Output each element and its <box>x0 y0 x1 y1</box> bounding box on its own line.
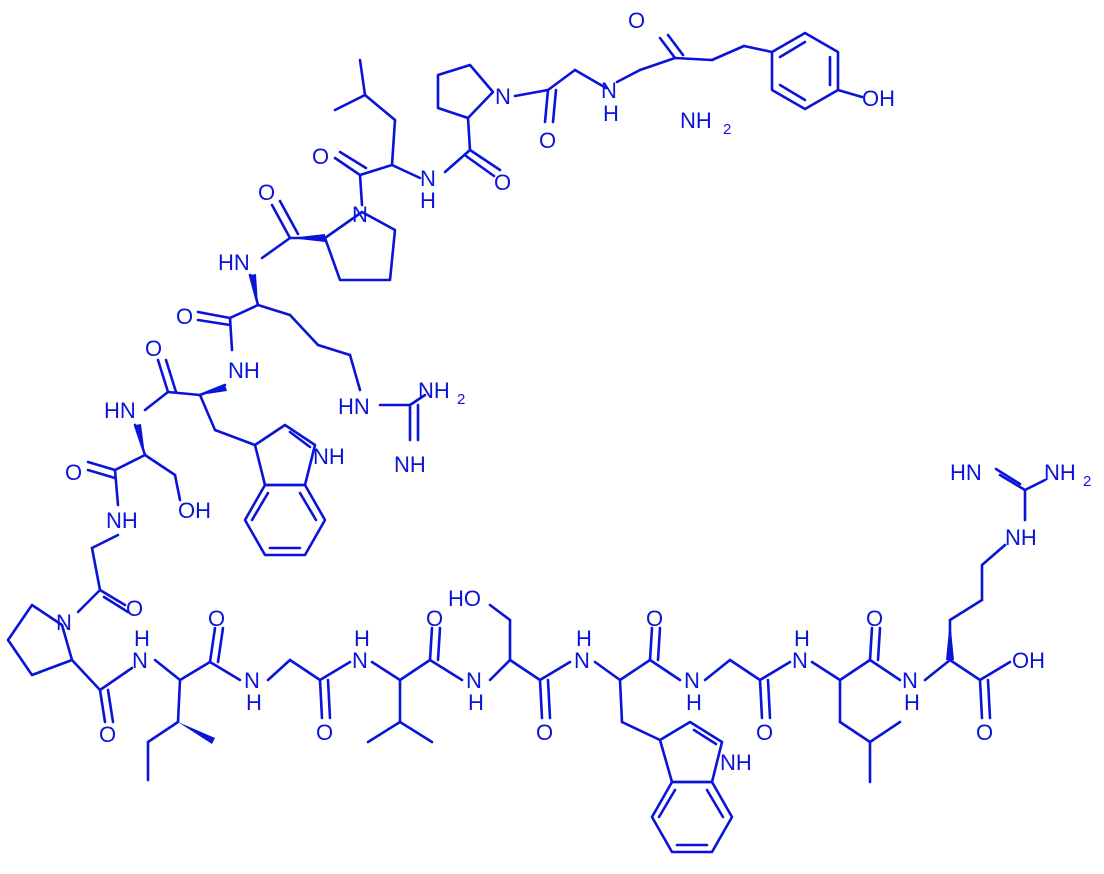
label-arg2-h: H <box>904 690 920 715</box>
label-ser2-h: H <box>468 690 484 715</box>
label-ser1-hn: HN <box>104 398 136 423</box>
label-arg2-nh2: NH <box>1044 460 1076 485</box>
valine-residue <box>366 626 464 744</box>
isoleucine-residue <box>146 626 242 782</box>
label-leu1-h: H <box>420 188 436 213</box>
label-ile-n: N <box>132 648 148 673</box>
label-arg2-oh: OH <box>1012 648 1045 673</box>
proline-residue-1 <box>436 63 502 178</box>
serine-residue-1 <box>86 423 182 507</box>
serine-residue-2 <box>488 603 572 720</box>
label-indole2-nh: NH <box>720 750 752 775</box>
label-gly3-h: H <box>686 690 702 715</box>
leucine-residue-1 <box>333 58 422 207</box>
label-tyr-nh2-sub: 2 <box>723 121 731 138</box>
label-arg2-hn: HN <box>950 460 982 485</box>
label-leu1-n: N <box>420 166 436 191</box>
label-arg1-hn-guan: HN <box>338 394 370 419</box>
label-pro2-o: O <box>258 180 275 205</box>
label-ser1-oh: OH <box>178 498 211 523</box>
label-indole1-nh: NH <box>313 444 345 469</box>
label-trp2-h: H <box>576 626 592 651</box>
label-val-h: H <box>354 626 370 651</box>
label-arg1-hn: HN <box>218 250 250 275</box>
leucine-residue-2 <box>810 626 902 784</box>
label-ser1-o: O <box>65 460 82 485</box>
label-leu2-o: O <box>866 606 883 631</box>
label-pro1-n: N <box>495 84 511 109</box>
label-gly1-nh: NH <box>106 508 138 533</box>
label-ala-o: O <box>539 128 556 153</box>
label-gly2-h: H <box>246 690 262 715</box>
label-arg2-nh2-sub: 2 <box>1083 473 1091 490</box>
label-gly2-o: O <box>316 720 333 745</box>
label-tyr-nh2: NH <box>680 108 712 133</box>
label-trp1-nh: NH <box>228 358 260 383</box>
label-arg1-o: O <box>176 304 193 329</box>
label-pro1-o: O <box>494 170 511 195</box>
label-tyr-oh: OH <box>862 86 895 111</box>
label-gly2-n: N <box>244 668 260 693</box>
label-leu2-n: N <box>792 648 808 673</box>
label-pro2-n: N <box>352 202 368 227</box>
label-gly1-o: O <box>126 596 143 621</box>
tryptophan-residue-1 <box>143 358 327 557</box>
label-ser2-ho: HO <box>448 586 481 611</box>
tyrosine-residue <box>615 31 864 111</box>
label-trp2-o: O <box>646 606 663 631</box>
label-leu1-o: O <box>312 144 329 169</box>
label-trp2-n: N <box>574 648 590 673</box>
label-ile-h: H <box>134 626 150 651</box>
glycine-residue-1 <box>76 533 130 614</box>
label-tyr-o: O <box>628 8 645 33</box>
label-arg2-o: O <box>976 720 993 745</box>
stereo-wedges <box>135 234 954 744</box>
label-ala-n: N <box>601 78 617 103</box>
label-pro3-o: O <box>99 722 116 747</box>
atom-labels: OH O N H NH 2 O N O N H O N O HN O NH HN… <box>56 8 1091 775</box>
label-trp1-o: O <box>145 336 162 361</box>
label-val-n: N <box>352 648 368 673</box>
label-leu2-h: H <box>794 626 810 651</box>
arginine-residue-2 <box>923 467 1047 720</box>
label-gly3-o: O <box>756 720 773 745</box>
proline-residue-2 <box>260 199 397 282</box>
label-arg1-nh2-sub: 2 <box>457 391 465 408</box>
label-pro3-n: N <box>56 610 72 635</box>
label-gly3-n: N <box>684 668 700 693</box>
label-arg2-nh: NH <box>1005 525 1037 550</box>
label-ile-o: O <box>208 606 225 631</box>
arginine-residue-1 <box>196 273 427 442</box>
glycine-residue-2 <box>266 658 352 720</box>
alanine-residue <box>513 68 608 124</box>
label-arg1-nh2: NH <box>418 378 450 403</box>
glycine-residue-3 <box>703 658 792 720</box>
label-ala-h: H <box>603 101 619 126</box>
proline-residue-3 <box>6 603 134 724</box>
label-ser2-o: O <box>536 720 553 745</box>
tryptophan-residue-2 <box>593 626 734 854</box>
label-arg1-nh-imine: NH <box>394 452 426 477</box>
label-ser2-n: N <box>466 668 482 693</box>
label-arg2-n: N <box>902 668 918 693</box>
label-val-o: O <box>426 606 443 631</box>
